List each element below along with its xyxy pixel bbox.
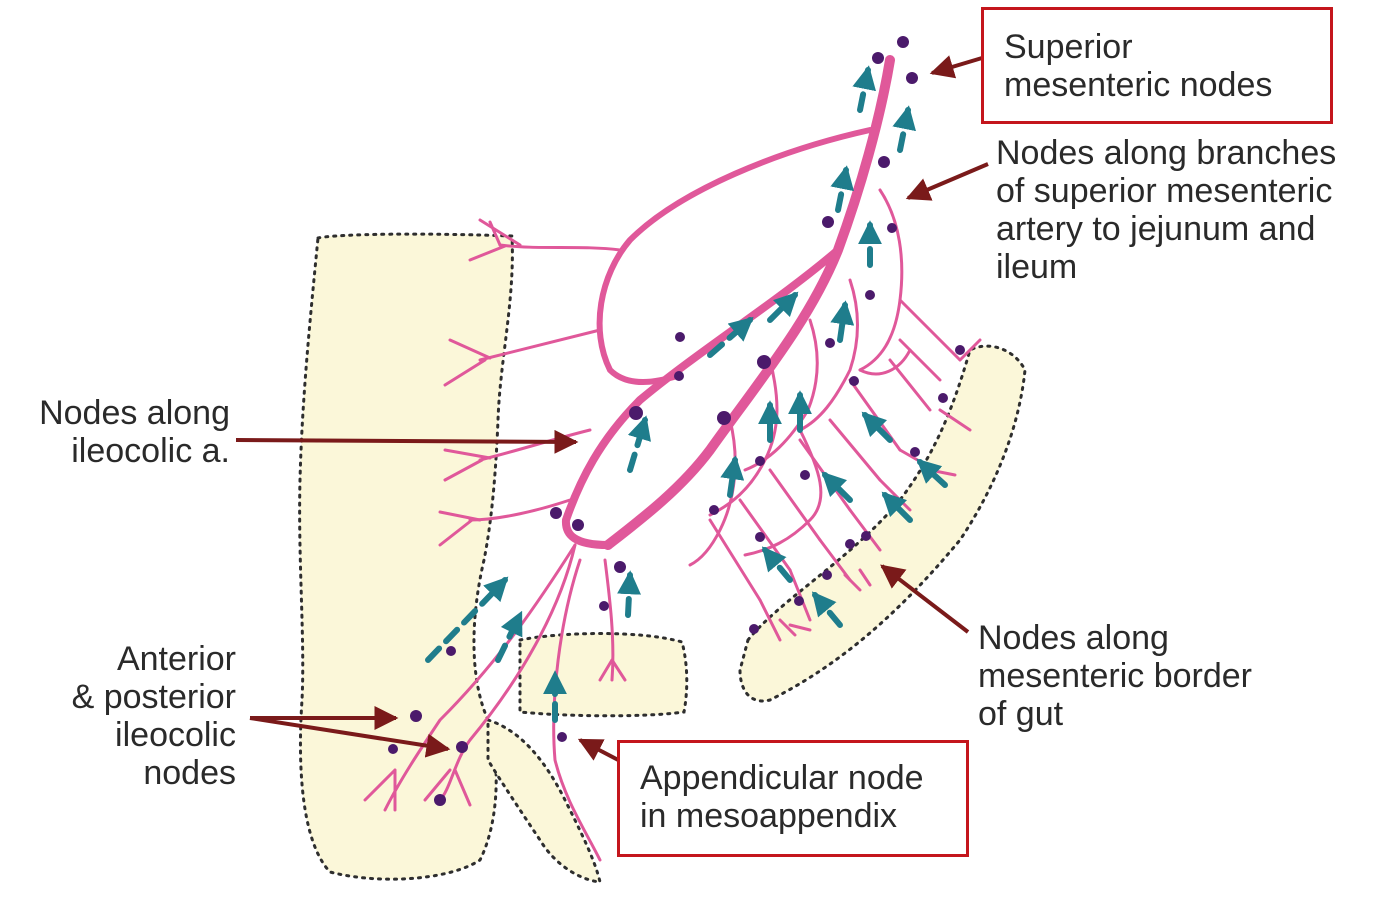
label-anterior-posterior-nodes: Anterior & posterior ileocolic nodes (30, 640, 236, 792)
pointer-jejunum-ileum (908, 164, 988, 198)
ascending-colon-caecum (300, 234, 513, 879)
label-mesenteric-border-nodes: Nodes along mesenteric border of gut (978, 619, 1252, 733)
label-ileocolic-nodes: Nodes along ileocolic a. (12, 394, 230, 470)
label-superior-mesenteric-nodes: Superior mesenteric nodes (981, 7, 1333, 124)
appendix (488, 720, 600, 882)
label-appendicular-node: Appendicular node in mesoappendix (617, 740, 969, 857)
label-jejunum-ileum-nodes: Nodes along branches of superior mesente… (996, 134, 1336, 286)
pointer-ileocolic (236, 440, 576, 442)
